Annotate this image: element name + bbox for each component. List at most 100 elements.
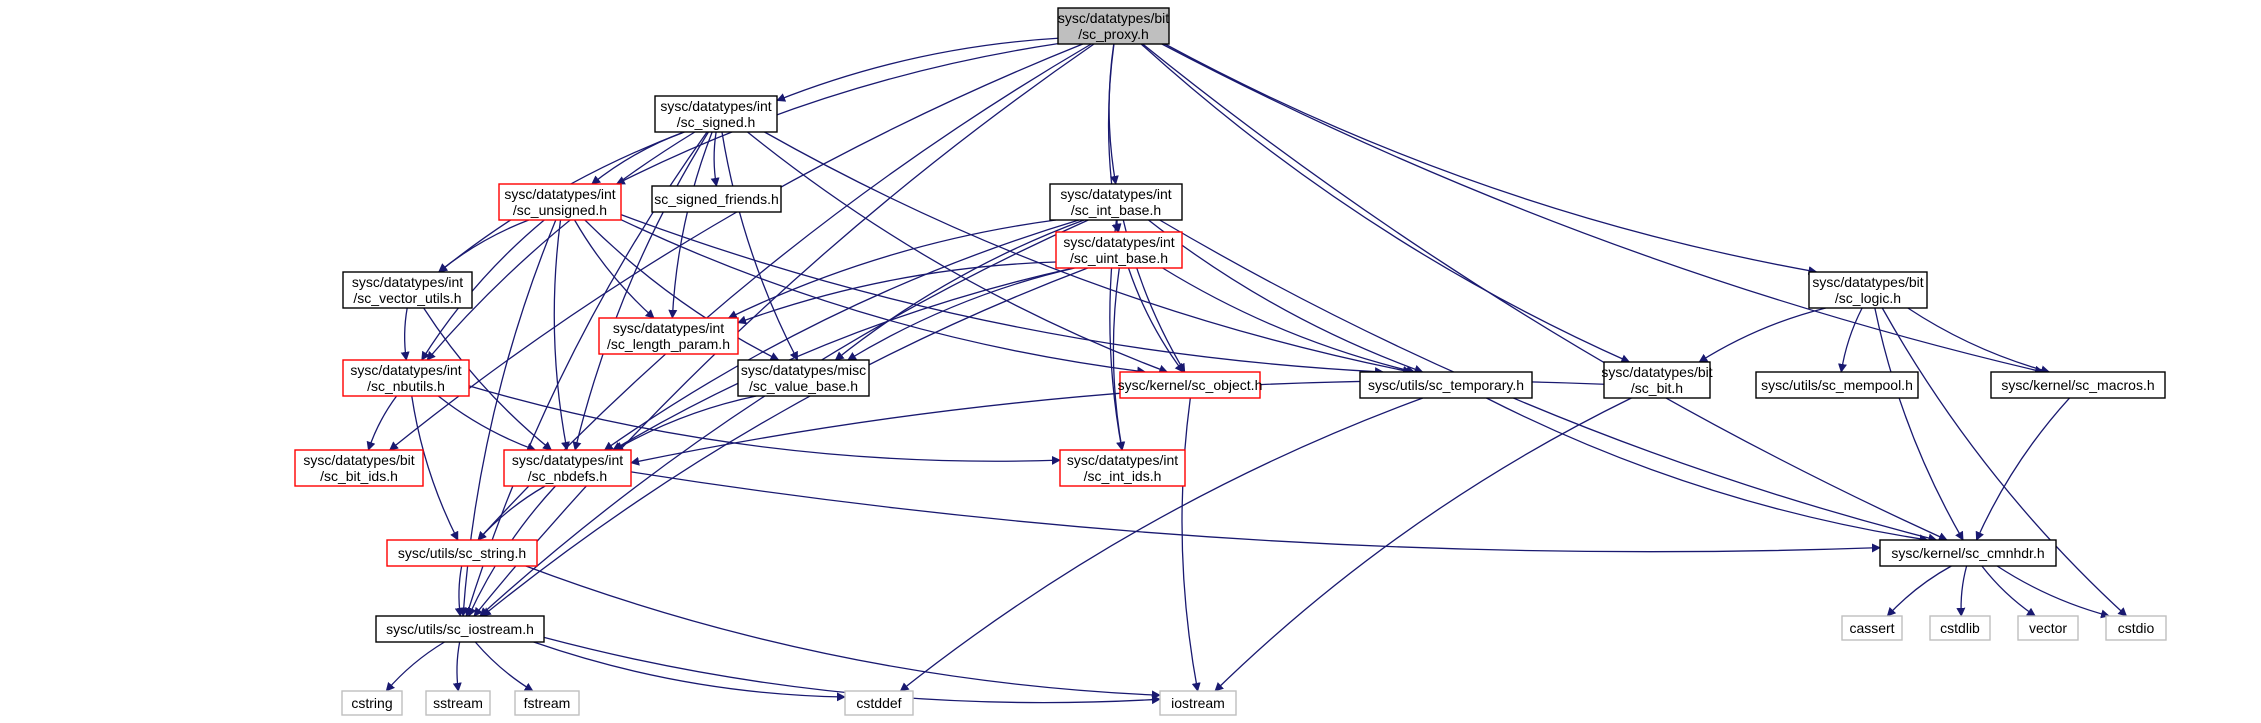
node-sc-logic[interactable]: sysc/datatypes/bit/sc_logic.h: [1808, 271, 1928, 309]
node-label: fstream: [524, 695, 571, 711]
edge-sc-unsigned-to-sc-nbutils: [421, 219, 545, 361]
node-sc-proxy[interactable]: sysc/datatypes/bit/sc_proxy.h: [1057, 7, 1170, 45]
node-sc-cmnhdr[interactable]: sysc/kernel/sc_cmnhdr.h: [1879, 539, 2057, 567]
node-label: sstream: [433, 695, 483, 711]
edge-sc-cmnhdr-to-vector: [1981, 565, 2036, 617]
node-box[interactable]: [514, 690, 580, 716]
node-sc-macros[interactable]: sysc/kernel/sc_macros.h: [1990, 371, 2166, 399]
edge-sc-uint-base-to-sc-int-ids: [1112, 267, 1126, 451]
node-sc-signed-friends[interactable]: sc_signed_friends.h: [651, 185, 782, 213]
edge-sc-iostream-to-fstream: [474, 641, 534, 692]
node-box[interactable]: [844, 690, 914, 716]
node-cstring[interactable]: cstring: [341, 690, 403, 716]
node-sc-object[interactable]: sysc/kernel/sc_object.h: [1118, 371, 1263, 399]
node-box[interactable]: [1879, 539, 2057, 567]
node-sc-int-ids[interactable]: sysc/datatypes/int/sc_int_ids.h: [1059, 449, 1186, 487]
node-sc-nbutils[interactable]: sysc/datatypes/int/sc_nbutils.h: [342, 359, 470, 397]
node-box[interactable]: [2105, 615, 2167, 641]
node-box[interactable]: [342, 359, 470, 397]
edge-sc-proxy-to-sc-unsigned: [615, 43, 1059, 185]
node-box[interactable]: [1603, 361, 1711, 399]
node-sc-bit[interactable]: sysc/datatypes/bit/sc_bit.h: [1601, 361, 1713, 399]
node-cstddef[interactable]: cstddef: [844, 690, 914, 716]
edge-sc-iostream-to-cstring: [385, 641, 445, 692]
node-box[interactable]: [1929, 615, 1991, 641]
node-cassert[interactable]: cassert: [1841, 615, 1903, 641]
node-label: sysc/utils/sc_iostream.h: [386, 621, 534, 637]
edge-sc-object-to-iostream: [1181, 397, 1201, 692]
node-sc-mempool[interactable]: sysc/utils/sc_mempool.h: [1755, 371, 1919, 399]
node-label: cstddef: [856, 695, 901, 711]
node-sc-unsigned[interactable]: sysc/datatypes/int/sc_unsigned.h: [498, 183, 622, 221]
node-box[interactable]: [498, 183, 622, 221]
node-label: sysc/datatypes/bit: [1058, 10, 1169, 26]
edge-sc-signed-to-sc-value-base: [721, 131, 799, 361]
node-label: sysc/datatypes/bit: [1601, 364, 1712, 380]
node-box[interactable]: [294, 449, 424, 487]
node-box[interactable]: [1119, 371, 1261, 399]
node-box[interactable]: [375, 615, 545, 643]
node-box[interactable]: [737, 359, 870, 397]
edge-sc-unsigned-to-sc-value-base: [584, 219, 780, 361]
node-sc-length-param[interactable]: sysc/datatypes/int/sc_length_param.h: [598, 317, 739, 355]
edge-sc-uint-base-to-sc-value-base: [847, 267, 1075, 361]
node-box[interactable]: [425, 690, 491, 716]
node-sc-value-base[interactable]: sysc/datatypes/misc/sc_value_base.h: [737, 359, 870, 397]
node-box[interactable]: [598, 317, 739, 355]
edge-sc-int-base-to-sc-uint-base: [1111, 219, 1121, 233]
node-label: sysc/utils/sc_temporary.h: [1368, 377, 1524, 393]
node-vector[interactable]: vector: [2017, 615, 2079, 641]
edge-sc-unsigned-to-sc-vector-utils: [437, 219, 530, 273]
node-box[interactable]: [1049, 183, 1183, 221]
edge-sc-proxy-to-sc-cmnhdr: [1142, 43, 1948, 541]
node-box[interactable]: [654, 95, 778, 133]
node-label: /sc_nbdefs.h: [528, 468, 607, 484]
node-cstdlib[interactable]: cstdlib: [1929, 615, 1991, 641]
edge-sc-proxy-to-sc-signed: [776, 37, 1059, 102]
node-box[interactable]: [1755, 371, 1919, 399]
node-label: sysc/datatypes/int: [352, 274, 463, 290]
node-label: sc_signed_friends.h: [654, 191, 779, 207]
edge-sc-uint-base-to-sc-length-param: [737, 261, 1057, 325]
node-sc-string[interactable]: sysc/utils/sc_string.h: [386, 539, 538, 567]
node-box[interactable]: [1055, 231, 1183, 269]
edge-sc-nbutils-to-sc-bit-ids: [366, 395, 398, 451]
node-fstream[interactable]: fstream: [514, 690, 580, 716]
node-sstream[interactable]: sstream: [425, 690, 491, 716]
node-sc-temporary[interactable]: sysc/utils/sc_temporary.h: [1359, 371, 1533, 399]
edge-sc-logic-to-sc-cmnhdr: [1874, 307, 1964, 541]
node-box[interactable]: [1059, 449, 1186, 487]
edge-sc-proxy-to-sc-macros: [1161, 43, 2044, 375]
edge-sc-signed-to-sc-nbutils: [426, 131, 696, 361]
node-sc-int-base[interactable]: sysc/datatypes/int/sc_int_base.h: [1049, 183, 1183, 221]
node-box[interactable]: [386, 539, 538, 567]
node-sc-signed[interactable]: sysc/datatypes/int/sc_signed.h: [654, 95, 778, 133]
node-box[interactable]: [342, 271, 473, 309]
node-label: /sc_unsigned.h: [513, 202, 607, 218]
node-box[interactable]: [1990, 371, 2166, 399]
node-box[interactable]: [1359, 371, 1533, 399]
node-box[interactable]: [1841, 615, 1903, 641]
edge-sc-temporary-to-sc-cmnhdr: [1486, 397, 1929, 544]
node-box[interactable]: [1159, 690, 1237, 716]
node-sc-uint-base[interactable]: sysc/datatypes/int/sc_uint_base.h: [1055, 231, 1183, 269]
node-sc-bit-ids[interactable]: sysc/datatypes/bit/sc_bit_ids.h: [294, 449, 424, 487]
node-label: cassert: [1849, 620, 1894, 636]
edge-sc-logic-to-sc-macros: [1907, 307, 2051, 375]
node-box[interactable]: [503, 449, 632, 487]
node-cstdio[interactable]: cstdio: [2105, 615, 2167, 641]
edge-sc-unsigned-to-sc-temporary: [620, 213, 1384, 377]
node-sc-nbdefs[interactable]: sysc/datatypes/int/sc_nbdefs.h: [503, 449, 632, 487]
node-box[interactable]: [651, 185, 782, 213]
node-sc-vector-utils[interactable]: sysc/datatypes/int/sc_vector_utils.h: [342, 271, 473, 309]
node-box[interactable]: [1057, 7, 1170, 45]
edge-sc-iostream-to-cstddef: [533, 641, 846, 702]
node-box[interactable]: [341, 690, 403, 716]
node-box[interactable]: [2017, 615, 2079, 641]
node-sc-iostream[interactable]: sysc/utils/sc_iostream.h: [375, 615, 545, 643]
edge-sc-signed-to-sc-object: [747, 131, 1169, 374]
node-box[interactable]: [1808, 271, 1928, 309]
edge-sc-macros-to-sc-cmnhdr: [1975, 397, 2070, 541]
node-label: sysc/datatypes/int: [660, 98, 771, 114]
node-iostream[interactable]: iostream: [1159, 690, 1237, 716]
